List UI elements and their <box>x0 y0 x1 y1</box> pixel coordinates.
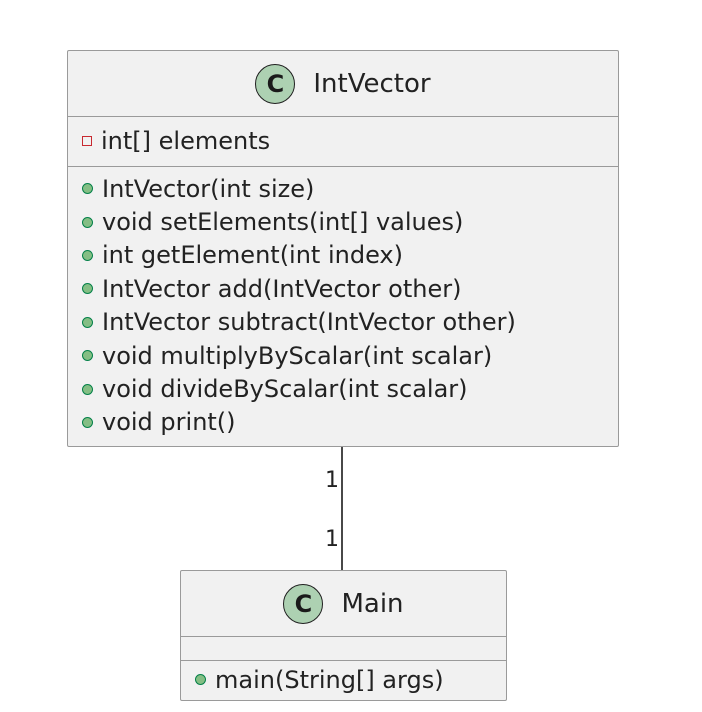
public-visibility-icon <box>82 316 93 328</box>
method: int getElement(int index) <box>80 239 618 272</box>
method: void multiplyByScalar(int scalar) <box>80 339 618 372</box>
class-name: Main <box>341 588 404 619</box>
class-stereotype-icon: C <box>255 63 296 104</box>
methods-section: main(String[] args) <box>181 661 506 696</box>
method-text: void setElements(int[] values) <box>102 208 464 237</box>
method-text: void divideByScalar(int scalar) <box>102 375 468 404</box>
methods-section: IntVector(int size) void setElements(int… <box>68 167 618 439</box>
method: void setElements(int[] values) <box>80 205 618 238</box>
public-visibility-icon <box>195 674 206 686</box>
public-visibility-icon <box>82 216 93 228</box>
class-stereotype-icon: C <box>283 583 324 624</box>
method-text: IntVector subtract(IntVector other) <box>102 308 516 337</box>
field: int[] elements <box>80 124 618 157</box>
method-text: int getElement(int index) <box>102 241 403 270</box>
public-visibility-icon <box>82 416 93 428</box>
method-text: main(String[] args) <box>215 665 444 694</box>
private-visibility-icon <box>82 135 92 146</box>
method: IntVector subtract(IntVector other) <box>80 306 618 339</box>
public-visibility-icon <box>82 183 93 195</box>
public-visibility-icon <box>82 383 93 395</box>
method: main(String[] args) <box>193 663 506 696</box>
main-multiplicity: 1 <box>325 527 339 552</box>
method: IntVector add(IntVector other) <box>80 272 618 305</box>
method-text: void print() <box>102 408 236 437</box>
method-text: void multiplyByScalar(int scalar) <box>102 341 493 370</box>
class-intvector-header: C IntVector <box>68 51 618 117</box>
intvector-multiplicity: 1 <box>325 468 339 493</box>
fields-section: int[] elements <box>68 117 618 167</box>
method-text: IntVector add(IntVector other) <box>102 274 462 303</box>
public-visibility-icon <box>82 350 93 362</box>
public-visibility-icon <box>82 249 93 261</box>
fields-section <box>181 637 506 661</box>
class-name: IntVector <box>313 68 431 99</box>
field-text: int[] elements <box>101 126 271 155</box>
method: void divideByScalar(int scalar) <box>80 372 618 405</box>
method-text: IntVector(int size) <box>102 174 315 203</box>
public-visibility-icon <box>82 283 93 295</box>
method: IntVector(int size) <box>80 172 618 205</box>
class-intvector[interactable]: C IntVector int[] elements IntVector(int… <box>67 50 619 447</box>
class-main[interactable]: C Main main(String[] args) <box>180 570 507 701</box>
class-main-header: C Main <box>181 571 506 637</box>
method: void print() <box>80 406 618 439</box>
